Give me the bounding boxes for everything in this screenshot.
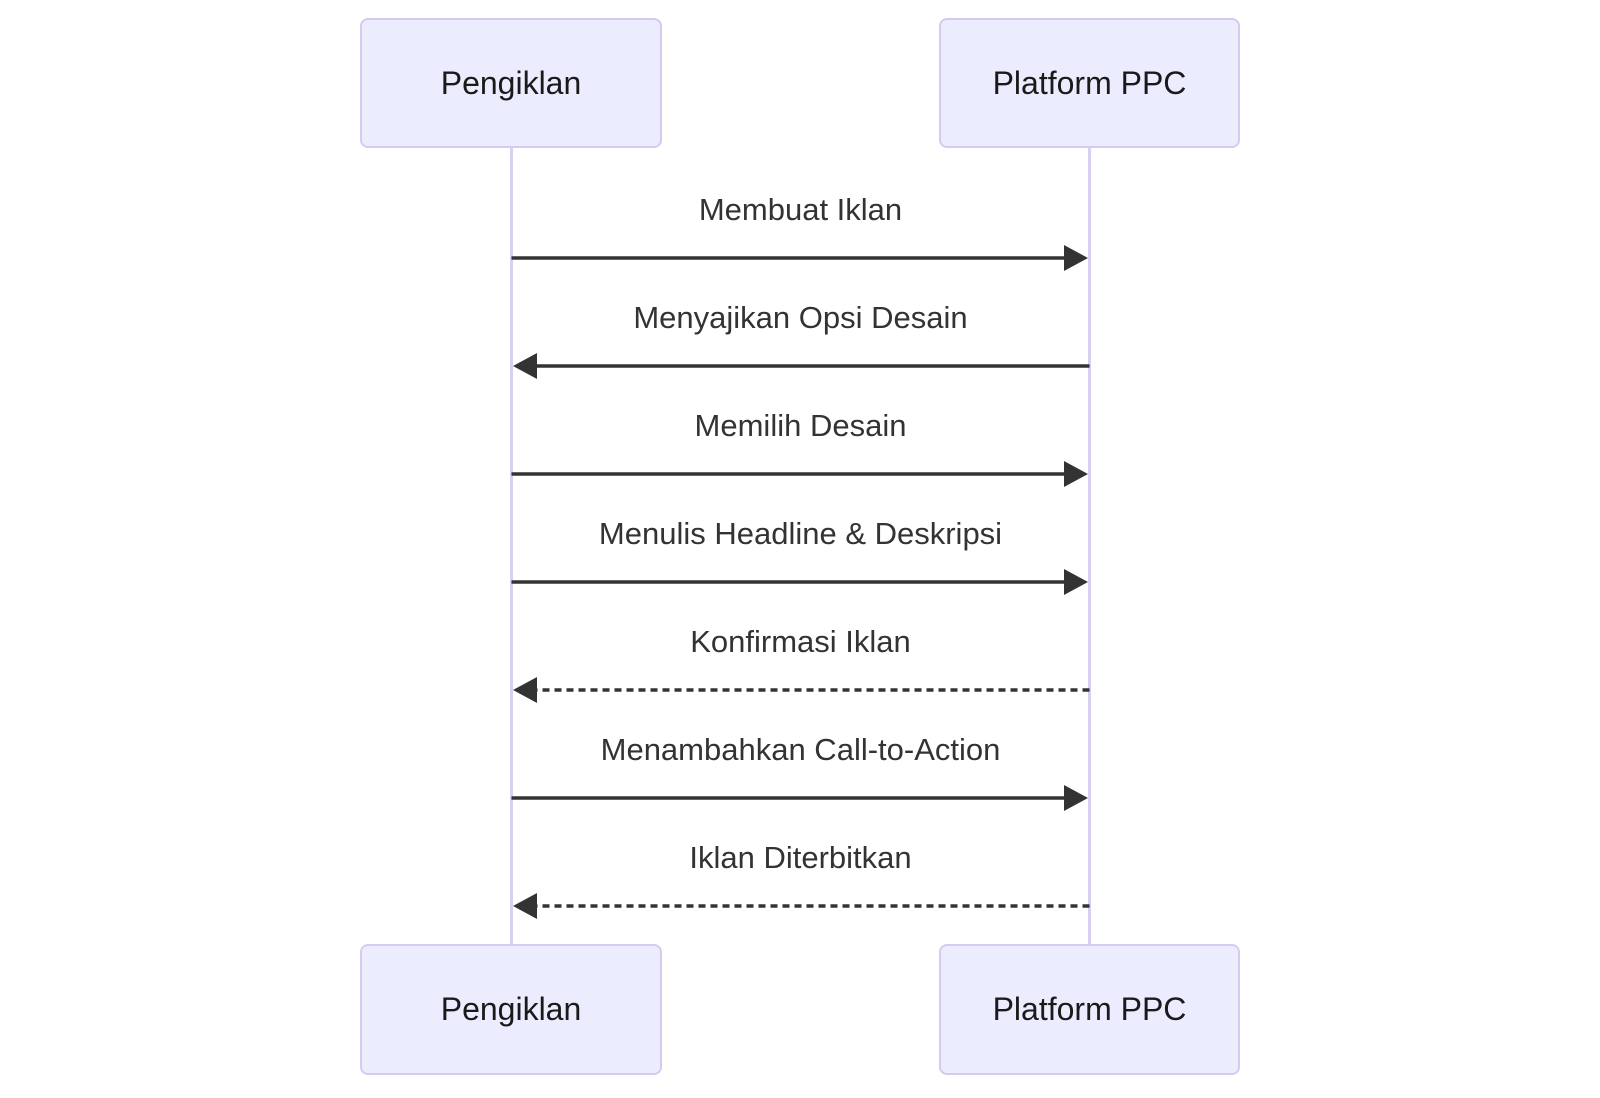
message-label-3: Memilih Desain — [694, 408, 907, 443]
message-label-2: Menyajikan Opsi Desain — [633, 300, 968, 335]
message-label-6: Menambahkan Call-to-Action — [600, 732, 1001, 767]
message-arrowhead — [1064, 785, 1088, 811]
actor-label: Pengiklan — [440, 991, 582, 1027]
message-arrowhead — [1064, 245, 1088, 271]
message-label-4: Menulis Headline & Deskripsi — [598, 516, 1003, 551]
message-label-1: Membuat Iklan — [698, 192, 903, 227]
message-arrowhead — [513, 677, 537, 703]
actor-box-pengiklan-bottom: Pengiklan — [360, 944, 662, 1075]
actor-box-pengiklan-top: Pengiklan — [360, 18, 662, 148]
actor-label: Platform PPC — [992, 991, 1187, 1027]
actor-label: Pengiklan — [440, 64, 582, 101]
actor-box-platform-ppc-top: Platform PPC — [939, 18, 1240, 148]
message-arrowhead — [1064, 569, 1088, 595]
message-label-5: Konfirmasi Iklan — [690, 624, 911, 659]
message-label-7: Iklan Diterbitkan — [689, 840, 912, 875]
message-arrowhead — [513, 893, 537, 919]
message-arrowhead — [1064, 461, 1088, 487]
message-arrowhead — [513, 353, 537, 379]
actor-box-platform-ppc-bottom: Platform PPC — [939, 944, 1240, 1075]
actor-label: Platform PPC — [992, 64, 1187, 101]
